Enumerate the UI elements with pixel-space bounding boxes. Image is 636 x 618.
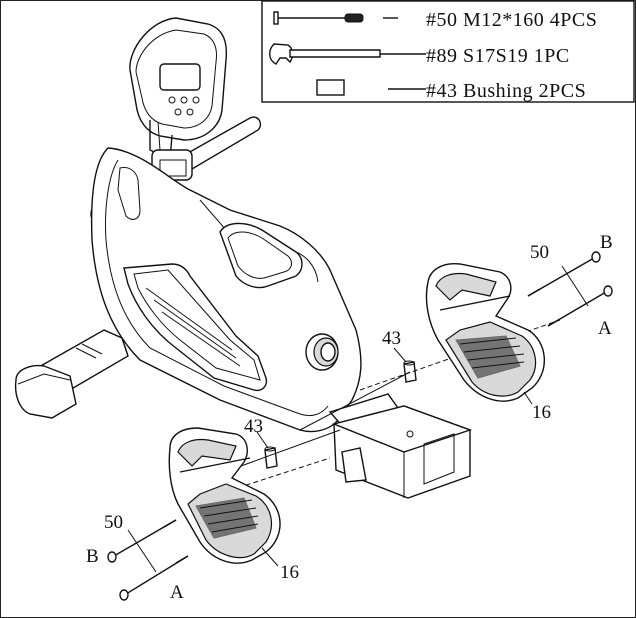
callout-bolt-a-upper: A xyxy=(598,318,612,339)
callout-bolt-lower: 50 xyxy=(104,512,123,533)
main-frame xyxy=(90,147,362,433)
callout-pedal-right: 16 xyxy=(532,402,551,423)
bolt-upper-a xyxy=(547,285,613,327)
callout-bushing-upper: 43 xyxy=(382,328,401,349)
bushing-lower xyxy=(264,446,278,469)
pedal-right xyxy=(425,263,546,402)
callout-bolt-b-upper: B xyxy=(600,232,613,253)
front-stabilizer xyxy=(14,329,129,419)
tension-knob xyxy=(305,333,339,371)
parts-item-bolt: #50 M12*160 4PCS xyxy=(426,9,597,31)
bolt-lower-a xyxy=(119,555,189,601)
parts-item-wrench: #89 S17S19 1PC xyxy=(426,45,570,67)
parts-list: #50 M12*160 4PCS #89 S17S19 1PC #43 Bush… xyxy=(261,0,635,103)
parts-item-bushing: #43 Bushing 2PCS xyxy=(426,80,586,102)
bolt-upper-leader xyxy=(561,265,589,307)
bolt-lower-leader xyxy=(127,529,157,573)
callout-bushing-lower: 43 xyxy=(244,416,263,437)
callout-bolt-upper: 50 xyxy=(530,242,549,263)
bushing-icon xyxy=(316,79,426,96)
parts-list-box xyxy=(261,0,635,103)
bolt-upper-b xyxy=(527,251,601,297)
callout-pedal-left: 16 xyxy=(280,562,299,583)
console-screen xyxy=(159,63,201,91)
rear-tube xyxy=(328,393,473,499)
pedal-left xyxy=(168,427,281,564)
callout-bolt-b-lower: B xyxy=(86,546,99,567)
bolt-icon xyxy=(273,11,398,25)
bolt-lower-b xyxy=(107,519,177,563)
callout-bolt-a-lower: A xyxy=(170,582,184,603)
console xyxy=(129,17,228,162)
wrench-icon xyxy=(269,43,426,65)
